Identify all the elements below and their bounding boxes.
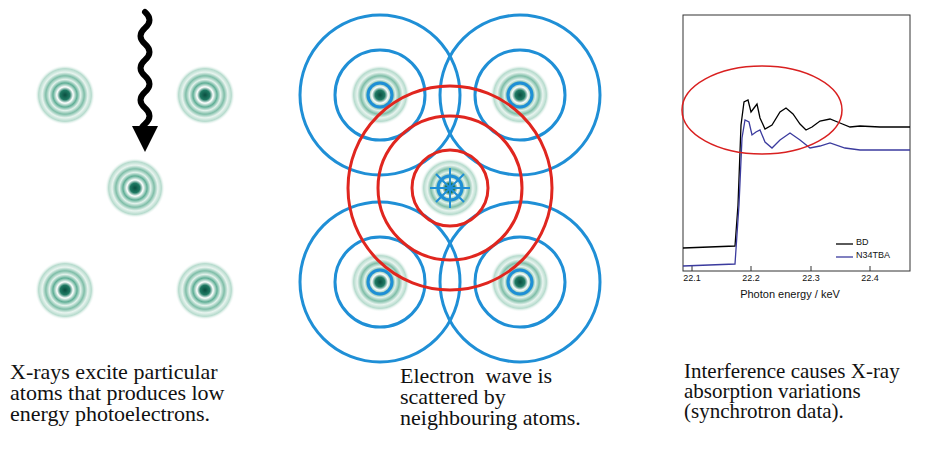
wave-ring [378,116,522,260]
chart-frame [683,15,910,271]
x-ticks [692,266,870,271]
curve-bd [683,100,910,248]
legend-sample [836,256,853,257]
curve-n34tba [683,120,910,266]
tick-label: 22.3 [796,274,826,284]
wave-ring [300,202,460,362]
tick [870,266,871,271]
tick [811,266,812,271]
tick [751,266,752,271]
wave-ring [300,15,460,175]
atom [350,65,410,125]
scattered-waves [300,15,600,362]
atom [175,65,235,125]
atoms-panel-2 [350,65,550,312]
tick-label: 22.1 [677,274,707,284]
xray-arrow [141,12,150,136]
arrow-head [132,126,158,152]
outgoing-waves [348,86,552,290]
wave-ring [440,202,600,362]
atoms-panel-1 [35,65,235,320]
atom [490,65,550,125]
legend-sample [836,243,853,244]
wave-ring [440,15,600,175]
tick [692,266,693,271]
atom [35,65,95,125]
wave-ring [508,270,532,294]
legend-label: BD [856,238,869,248]
caption: X-rays excite particular atoms that prod… [10,362,232,425]
atom [175,260,235,320]
wave-ring [348,86,552,290]
atom [35,260,95,320]
highlight-ellipse [682,66,842,154]
center-spikes [430,168,470,208]
wave-ring [368,270,392,294]
wave-ring [508,83,532,107]
wave-ring [412,150,488,226]
legend-label: N34TBA [856,251,890,261]
atom [105,158,165,218]
axis-title: Photon energy / keV [720,288,860,300]
wave-ring [368,83,392,107]
caption: Electron wave is scattered by neighbouri… [400,366,600,429]
atom [420,158,480,218]
tick-label: 22.2 [736,274,766,284]
caption: Interference causes X-ray absorption var… [684,362,938,422]
tick-label: 22.4 [855,274,885,284]
